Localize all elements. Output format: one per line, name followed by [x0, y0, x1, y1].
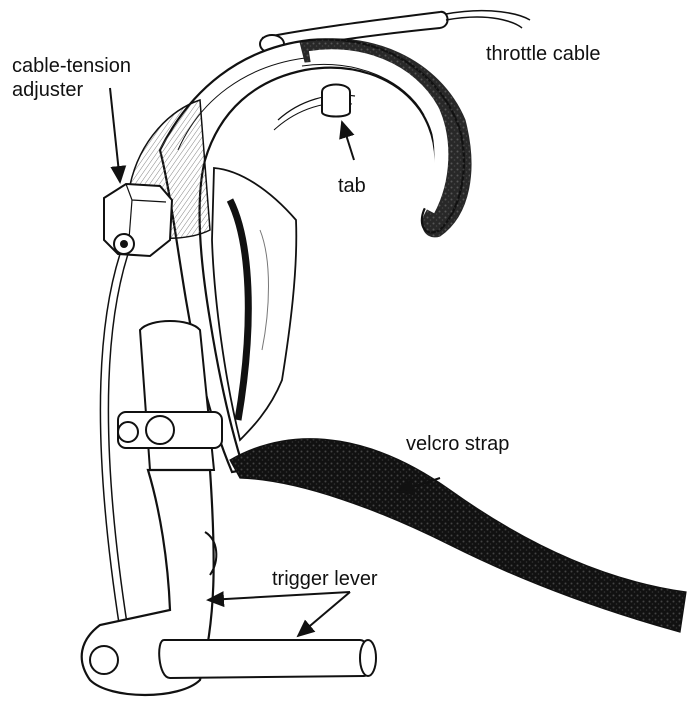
label-trigger-lever: trigger lever	[272, 567, 378, 591]
adjuster-nut-drawing	[104, 184, 172, 256]
trigger-arrow-1	[208, 592, 350, 600]
inner-cable-drawing	[100, 254, 134, 646]
tab-arrow	[342, 122, 354, 160]
trigger-arrow-2	[298, 592, 350, 636]
label-velcro-strap: velcro strap	[406, 432, 509, 456]
label-tab: tab	[338, 174, 366, 198]
label-cable-tension: cable-tension	[12, 54, 131, 78]
label-adjuster: adjuster	[12, 78, 83, 102]
adjuster-arrow	[110, 88, 120, 182]
velcro-strap-drawing	[230, 439, 686, 632]
label-throttle-cable: throttle cable	[486, 42, 601, 66]
